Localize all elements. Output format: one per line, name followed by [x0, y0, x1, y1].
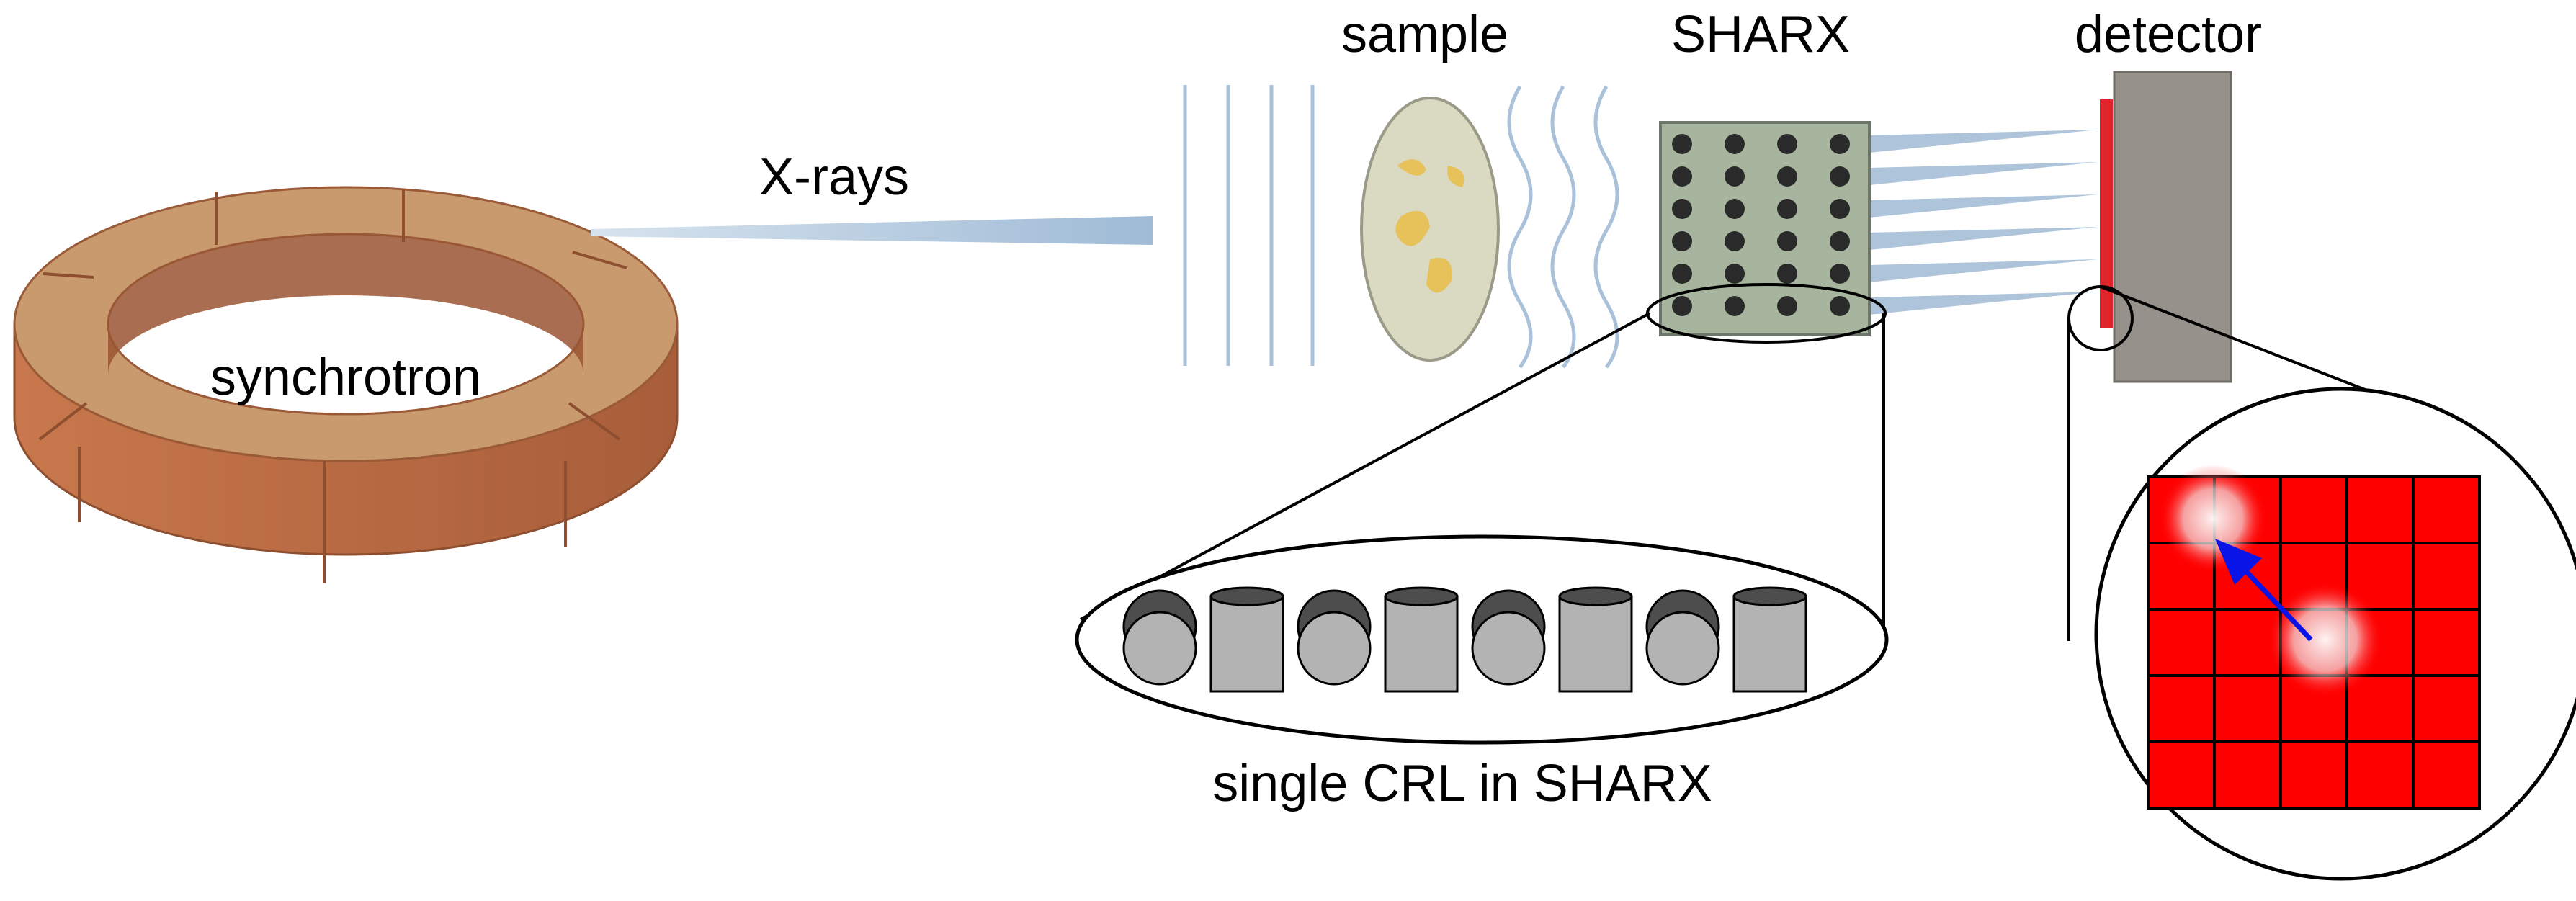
detector-pixel: [2412, 608, 2481, 677]
lens-dot: [1725, 134, 1745, 154]
detector-pixel: [2279, 475, 2348, 544]
lens-dot: [1777, 296, 1797, 316]
xray-beam: [591, 216, 1153, 245]
crl-cylinder-body: [1384, 595, 1459, 693]
beamlet: [1869, 162, 2098, 185]
detector-pixel: [2279, 740, 2348, 810]
synchrotron-label: synchrotron: [210, 349, 481, 406]
sample: [1360, 97, 1500, 362]
beamlet: [1869, 259, 2098, 282]
ring-segment-dividers: [38, 189, 627, 583]
lens-dot: [1725, 231, 1745, 251]
crl-cylinder-top: [1384, 586, 1459, 606]
beamlet: [1869, 227, 2098, 250]
synchrotron-ring: [13, 186, 679, 583]
displaced-spot: [2268, 582, 2383, 697]
crl-cylinder-top: [1209, 586, 1284, 606]
lens-dot: [1725, 296, 1745, 316]
lens-dot: [1672, 296, 1692, 316]
crl-disc-front: [1297, 611, 1372, 686]
detector-pixel: [2412, 542, 2481, 611]
crl-cylinder-top: [1558, 586, 1633, 606]
crl-caption: single CRL in SHARX: [1212, 755, 1712, 812]
crl-disc-front: [1471, 611, 1546, 686]
displacement-arrow-shaft: [2242, 567, 2313, 642]
sharx-lens-array: [1659, 121, 1871, 336]
lens-dot: [1830, 199, 1850, 219]
lens-dot: [1725, 199, 1745, 219]
sample-label: sample: [1341, 6, 1508, 63]
sharx-label: SHARX: [1671, 6, 1850, 63]
detector-pixel: [2147, 740, 2216, 810]
beamlet: [1869, 292, 2098, 315]
lens-dot: [1672, 264, 1692, 284]
plane-wavefronts: [1183, 85, 1315, 366]
detector-label: detector: [2075, 6, 2262, 63]
reference-spot: [2159, 465, 2267, 573]
lens-dot: [1777, 166, 1797, 187]
detector-pixel: [2412, 740, 2481, 810]
detector-pixel: [2147, 608, 2216, 677]
detector: [2100, 71, 2232, 383]
crl-zoom: [1075, 283, 1889, 745]
crl-cylinder-body: [1732, 595, 1807, 693]
lens-dot: [1777, 264, 1797, 284]
crl-disc-front: [1122, 611, 1197, 686]
displacement-arrow-head: [2215, 539, 2262, 585]
lens-dot: [1672, 231, 1692, 251]
lens-dot: [1830, 134, 1850, 154]
detector-pixel: [2412, 674, 2481, 743]
crl-disc-front: [1645, 611, 1720, 686]
lens-dot: [1777, 231, 1797, 251]
lens-dot: [1830, 296, 1850, 316]
detector-pixel: [2213, 740, 2282, 810]
lens-dot: [1830, 264, 1850, 284]
pixel-zoom: [2067, 285, 2576, 881]
lens-dot: [1830, 231, 1850, 251]
xrays-label: X-rays: [759, 148, 909, 206]
lens-dot: [1777, 199, 1797, 219]
detector-pixel: [2345, 475, 2415, 544]
beamlet: [1869, 130, 2098, 153]
detector-pixel: [2213, 608, 2282, 677]
focused-beamlets: [1869, 130, 2098, 315]
lens-dot: [1725, 166, 1745, 187]
detector-pixel: [2345, 740, 2415, 810]
detector-face: [2100, 99, 2113, 328]
lens-dot: [1672, 199, 1692, 219]
detector-pixel: [2147, 674, 2216, 743]
crl-elements: [1122, 586, 1807, 693]
detector-pixel: [2412, 475, 2481, 544]
sharx-lens-dots: [1672, 134, 1850, 316]
sample-features: [1395, 159, 1464, 293]
lens-dot: [1777, 134, 1797, 154]
lens-dot: [1725, 264, 1745, 284]
crl-cylinder-top: [1732, 586, 1807, 606]
crl-cylinder-body: [1558, 595, 1633, 693]
crl-cylinder-body: [1209, 595, 1284, 693]
lens-dot: [1830, 166, 1850, 187]
lens-dot: [1672, 166, 1692, 187]
detector-pixel: [2213, 674, 2282, 743]
distorted-wavefronts: [1507, 85, 1619, 369]
beamlet: [1869, 194, 2098, 218]
lens-dot: [1672, 134, 1692, 154]
